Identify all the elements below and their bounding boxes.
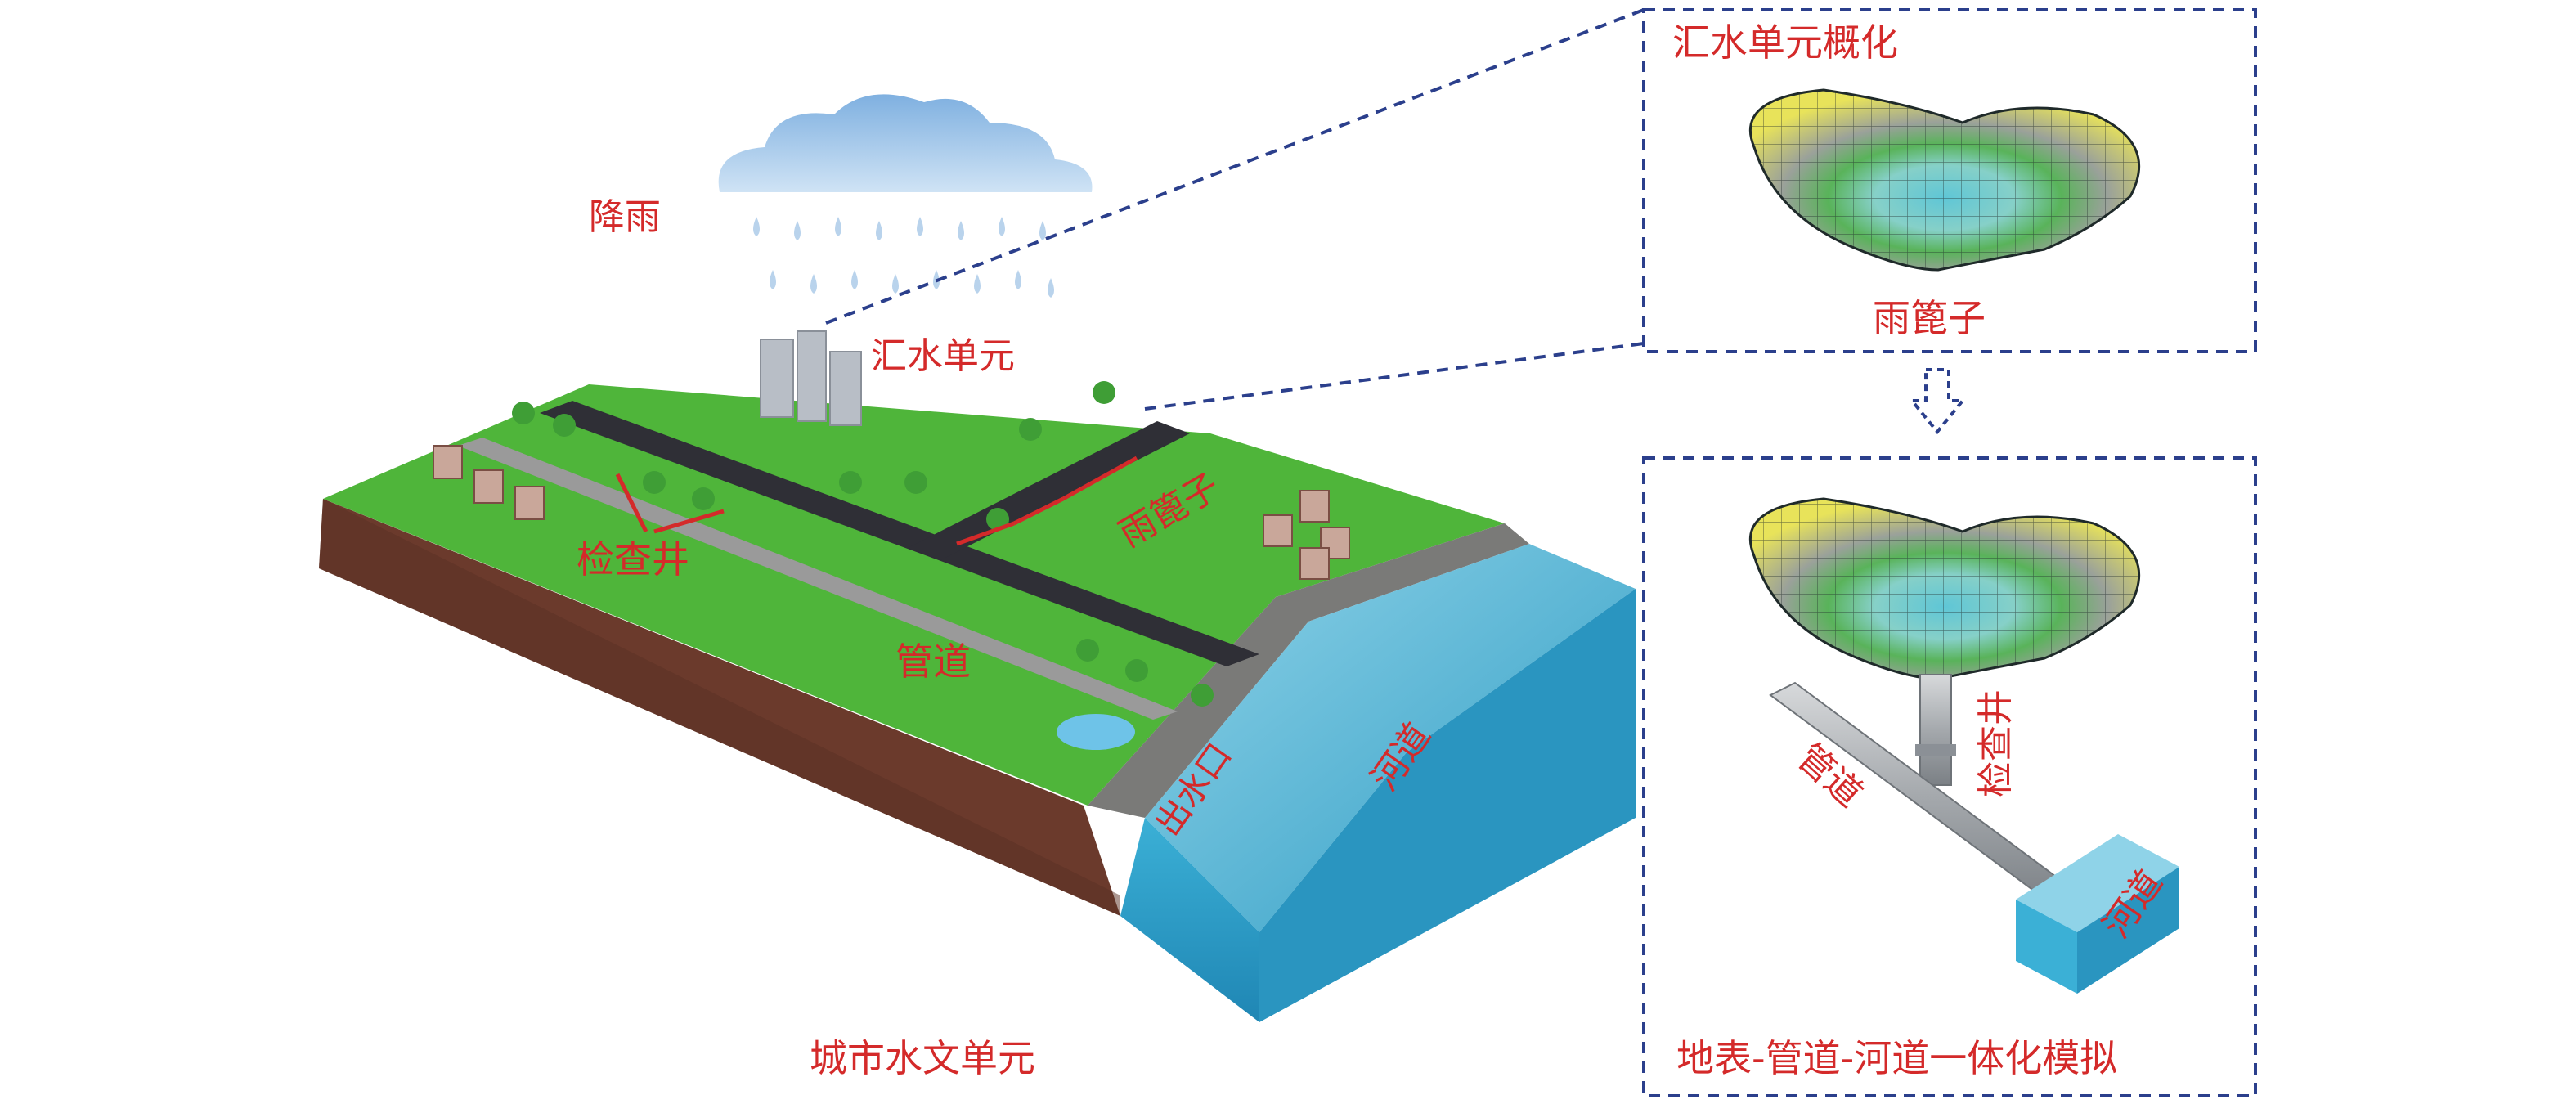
label-city-unit: 城市水文单元 <box>810 1036 1035 1080</box>
low-rise-houses <box>433 445 1350 580</box>
panel-top-title: 汇水单元概化 <box>1672 20 1898 65</box>
panel-catchment-generalization: 汇水单元概化 雨篦子 <box>1642 8 2257 353</box>
panel-bottom-well-label: 检查井 <box>1975 689 2017 797</box>
label-inspection-well: 检查井 <box>577 537 689 581</box>
river-box <box>2016 834 2179 994</box>
roads <box>458 401 1259 720</box>
panel-integrated-simulation: 管道 检查井 河道 地表-管道-河道一体化模拟 <box>1642 456 2257 1097</box>
label-rainfall: 降雨 <box>589 196 661 238</box>
high-rise-buildings <box>760 330 862 426</box>
terrain-block <box>319 384 1636 1022</box>
rain-cloud-icon <box>718 94 1093 192</box>
basin-funnel-icon <box>1749 88 2141 272</box>
zoom-line-lower <box>1144 342 1645 411</box>
zoom-line-upper <box>825 8 1645 325</box>
label-catchment-unit: 汇水单元 <box>871 335 1015 377</box>
panel-bottom-title: 地表-管道-河道一体化模拟 <box>1676 1036 2117 1080</box>
raindrops-icon <box>753 217 1054 298</box>
down-arrow-icon <box>1908 368 1967 435</box>
pond <box>1057 714 1135 750</box>
inspection-well-shaft <box>1915 674 1956 786</box>
label-pipeline: 管道 <box>895 640 971 684</box>
red-arrows <box>615 456 1138 546</box>
panel-top-caption: 雨篦子 <box>1873 296 1986 340</box>
basin-funnel-icon-2 <box>1749 497 2141 680</box>
